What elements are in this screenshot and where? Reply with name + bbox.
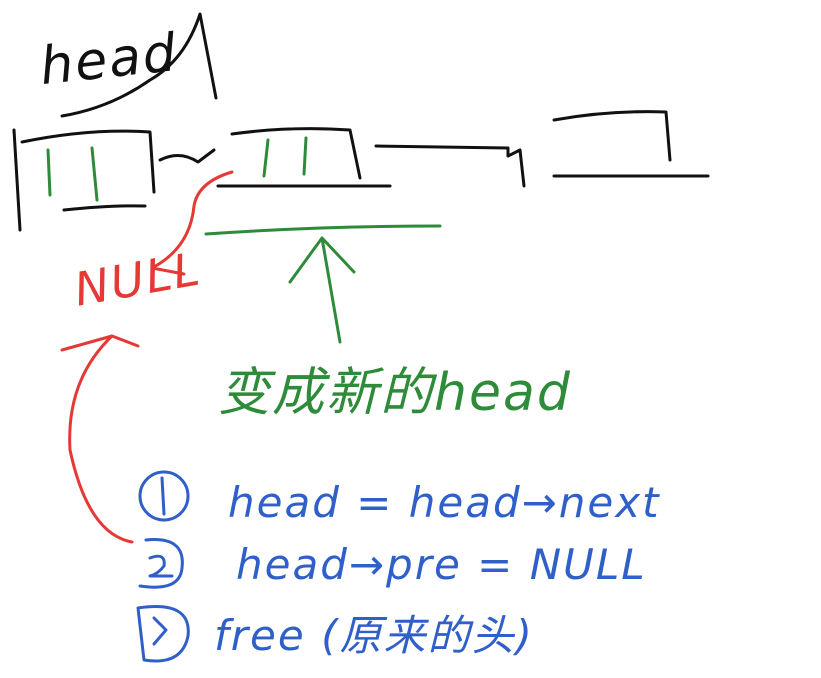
node-3 xyxy=(552,110,710,178)
step-1-text: head = head→next xyxy=(228,478,661,527)
new-head-underline xyxy=(204,224,442,236)
new-head-arrow xyxy=(288,236,356,344)
step-2-marker xyxy=(138,538,184,589)
step-3-marker xyxy=(136,605,190,663)
head-title-stroke xyxy=(60,12,218,118)
node-2 xyxy=(216,127,392,188)
step-1-marker xyxy=(138,470,190,522)
node-1 xyxy=(12,128,156,232)
link-node2-to-node3 xyxy=(374,144,526,188)
node-2-dividers xyxy=(262,136,308,178)
node-1-dividers xyxy=(46,146,99,202)
null-arrow xyxy=(60,334,140,544)
pre-pointer-to-null xyxy=(150,170,234,276)
new-head-label: 变成新的head xyxy=(218,363,572,423)
arrow-node1-to-node2 xyxy=(158,148,216,164)
step-3-text: free (原来的头) xyxy=(214,611,534,660)
step-2-text: head→pre = NULL xyxy=(236,540,647,589)
